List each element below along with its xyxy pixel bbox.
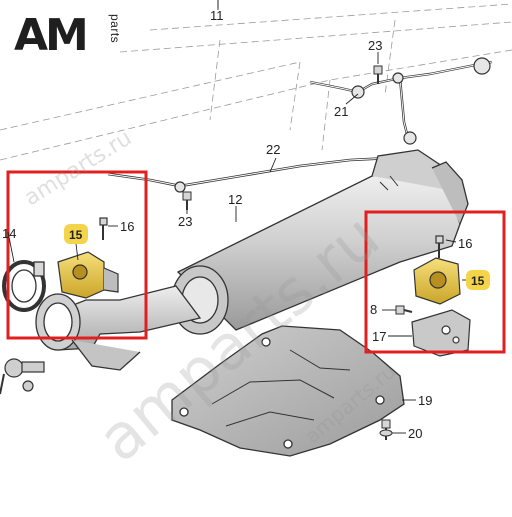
vehicle-outline-lines bbox=[0, 3, 512, 161]
callout-23-mid: 23 bbox=[178, 214, 192, 229]
part-21-line bbox=[309, 57, 493, 145]
part-19-heat-shield bbox=[171, 325, 405, 457]
sensor-left bbox=[0, 358, 45, 395]
highlight-box-right bbox=[364, 210, 506, 354]
part-23-bolt-mid bbox=[182, 191, 192, 210]
part-17-bracket bbox=[411, 309, 471, 357]
callout-20: 20 bbox=[408, 426, 422, 441]
callout-16-left: 16 bbox=[120, 219, 134, 234]
callout-11: 11 bbox=[210, 8, 224, 23]
callout-15-left: 15 bbox=[69, 228, 83, 242]
part-12-catalytic-converter bbox=[171, 149, 469, 335]
callout-14: 14 bbox=[2, 226, 16, 241]
callout-23-top: 23 bbox=[368, 38, 382, 53]
part-23-bolt-top bbox=[373, 65, 383, 84]
front-exhaust-pipe bbox=[35, 285, 202, 371]
logo-brand: AM bbox=[14, 10, 89, 61]
part-20-bolt bbox=[379, 419, 393, 440]
callout-8: 8 bbox=[370, 302, 377, 317]
part-15-mount-right bbox=[413, 235, 461, 305]
logo-sub: parts bbox=[108, 14, 122, 44]
callout-labels: 11 23 21 22 23 12 14 15 16 16 15 8 17 19… bbox=[2, 8, 485, 441]
part-8-bolt bbox=[395, 305, 413, 315]
leader-lines bbox=[7, 0, 466, 434]
callout-badges bbox=[64, 224, 490, 290]
callout-12: 12 bbox=[228, 192, 242, 207]
highlight-boxes bbox=[6, 170, 506, 354]
callout-15-left-badge bbox=[64, 224, 88, 244]
callout-15-right-badge bbox=[466, 270, 490, 290]
callout-21: 21 bbox=[334, 104, 348, 119]
callout-16-right: 16 bbox=[458, 236, 472, 251]
callout-17: 17 bbox=[372, 329, 386, 344]
callout-19: 19 bbox=[418, 393, 432, 408]
callout-22: 22 bbox=[266, 142, 280, 157]
part-14-clamp bbox=[2, 260, 46, 312]
part-15-mount-left bbox=[57, 217, 119, 299]
highlight-box-left bbox=[6, 170, 148, 340]
amparts-logo: AM parts bbox=[14, 6, 154, 66]
callout-15-right: 15 bbox=[471, 274, 485, 288]
